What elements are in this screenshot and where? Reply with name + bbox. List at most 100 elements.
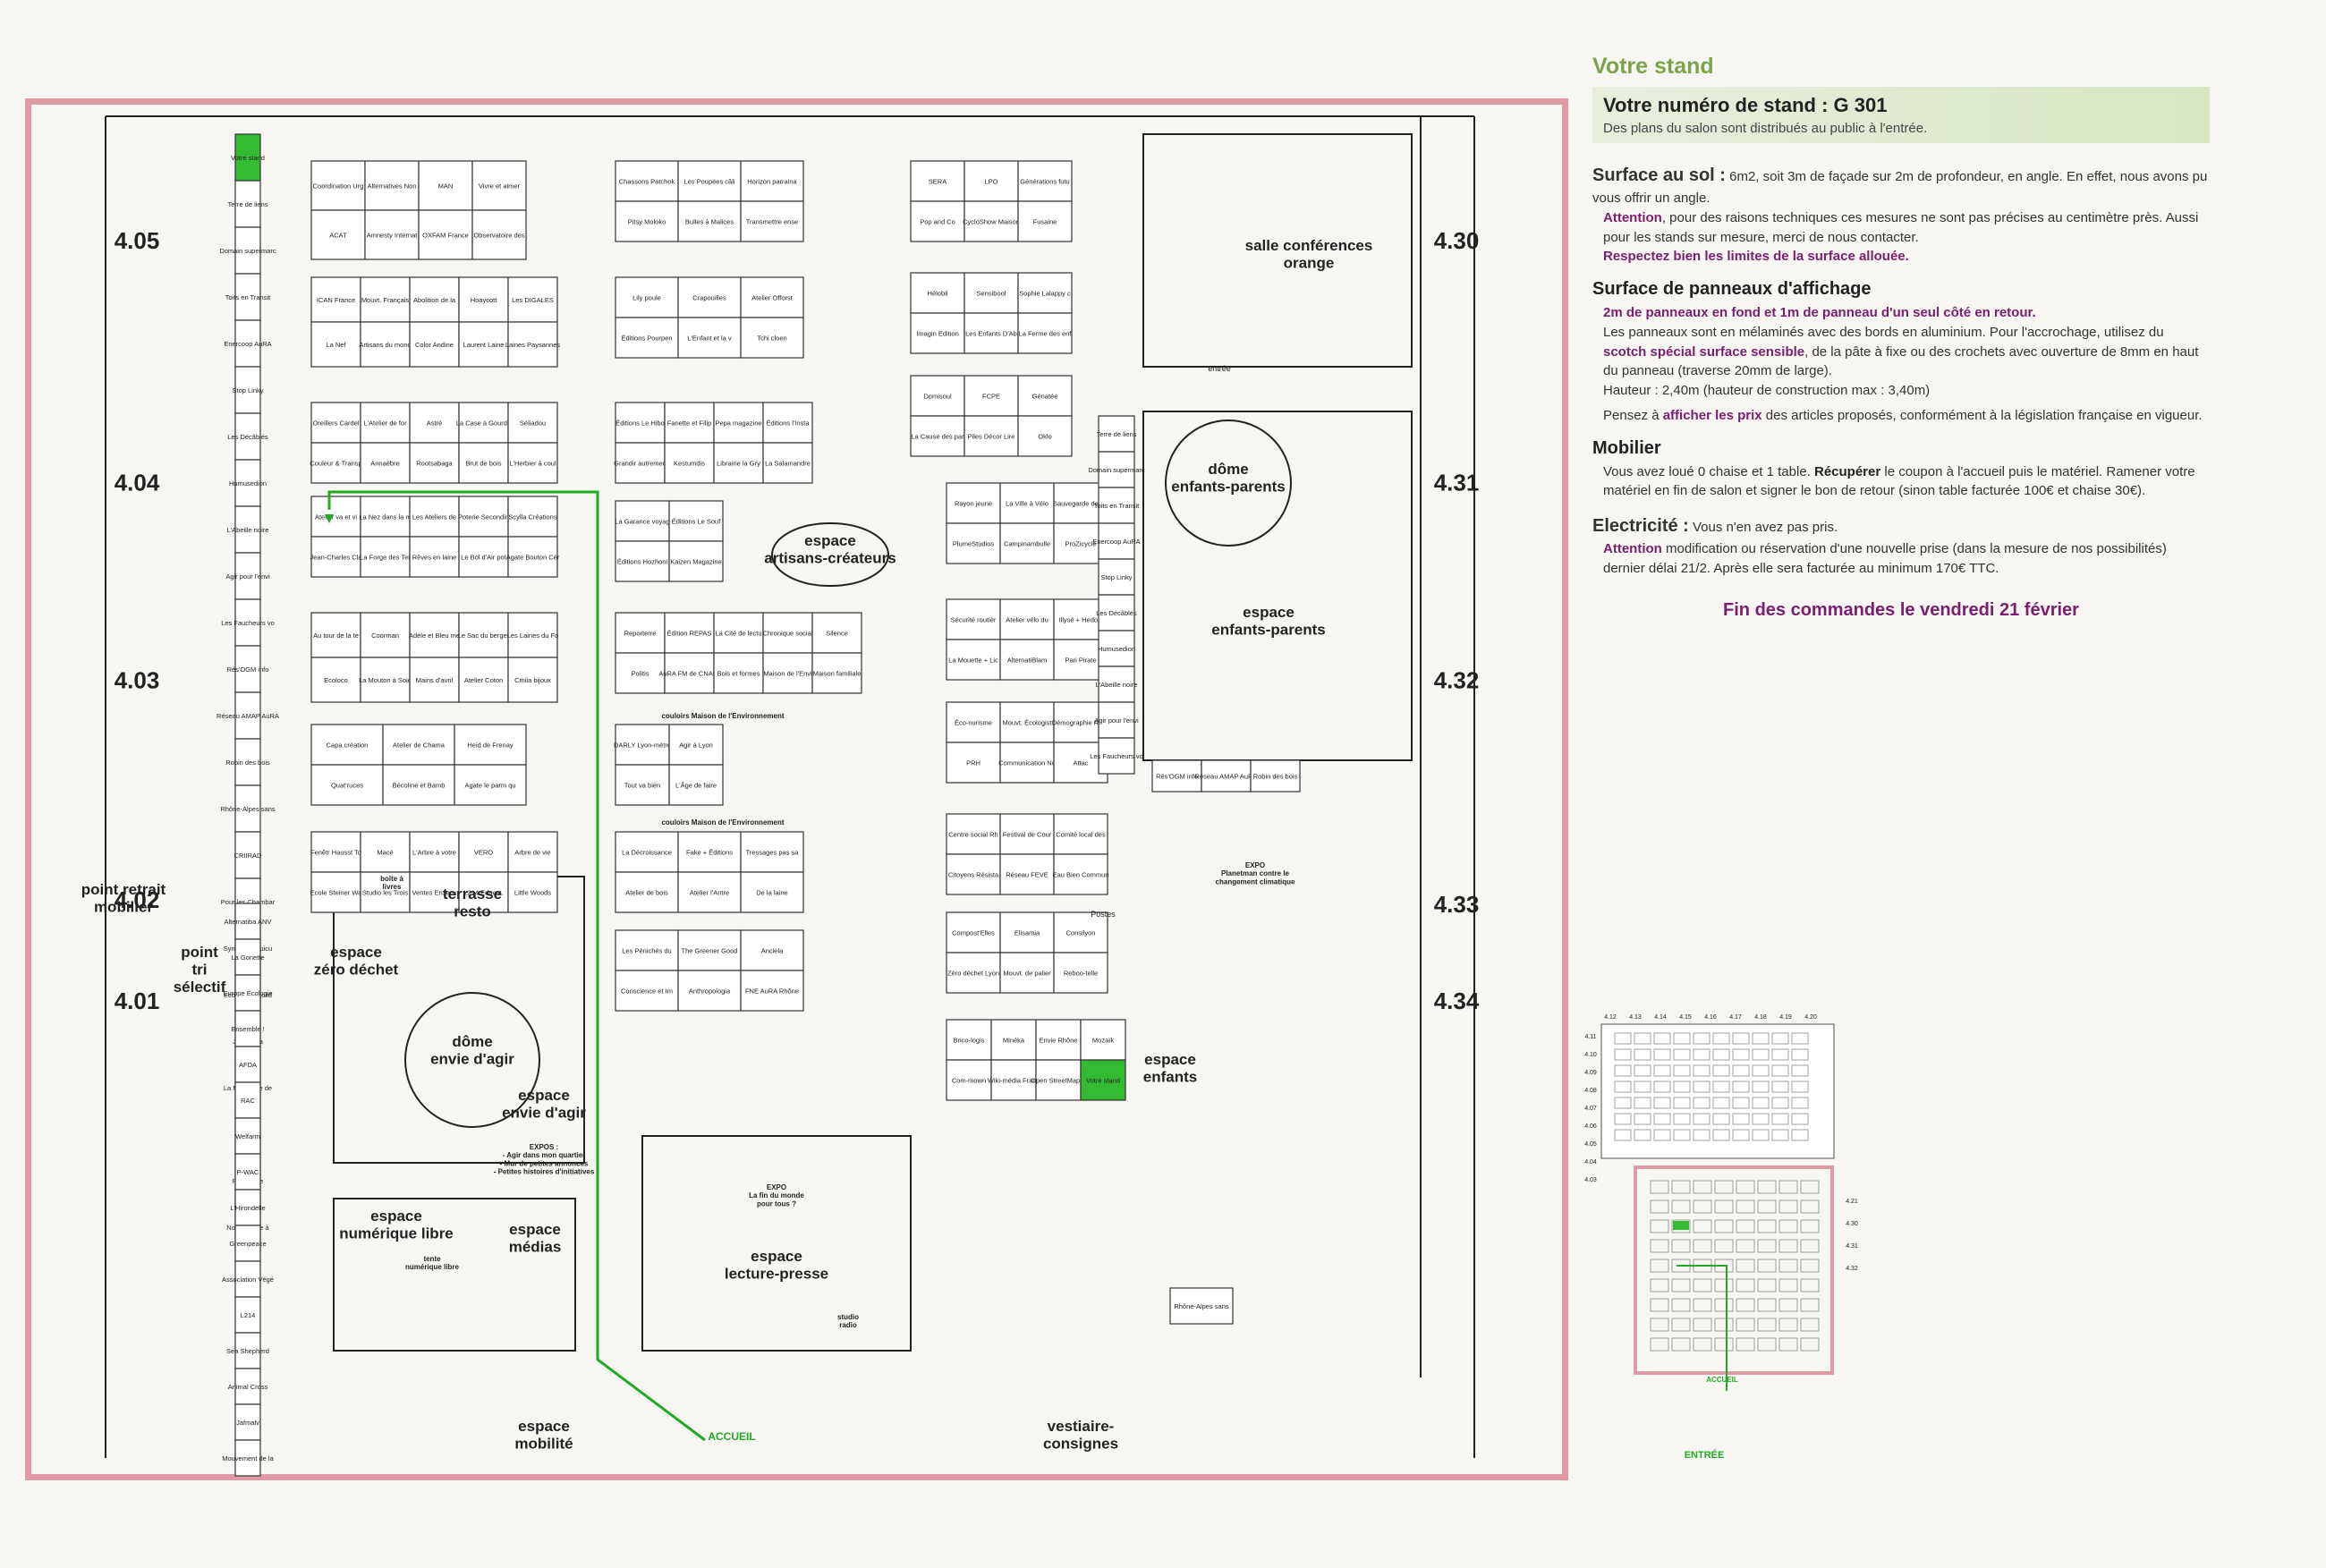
- stand-cell: [507, 612, 558, 658]
- stand-cell: [1151, 759, 1202, 792]
- stand-label: Réseau AMAP AuRA: [1195, 773, 1258, 781]
- stand-label: La Nez dans la m: [359, 513, 411, 521]
- stand-label: Campinambulle: [1004, 540, 1050, 548]
- locator-stand: [1791, 1048, 1809, 1061]
- stand-cell: [234, 505, 261, 554]
- locator-stand: [1614, 1064, 1632, 1077]
- corridor-label: couloirs Maison de l'Environnement: [661, 712, 784, 720]
- stand-label: Kestumdis: [674, 460, 705, 468]
- stand-cell: [946, 522, 1001, 564]
- panneaux-text-1: Les panneaux sont en mélaminés avec des …: [1603, 324, 2164, 340]
- locator-stand: [1757, 1239, 1777, 1253]
- stand-label: Mouvt. Écologist: [1002, 719, 1052, 727]
- locator-stand: [1778, 1318, 1798, 1332]
- stand-label: Générations futu: [1020, 178, 1069, 186]
- locator-stand: [1778, 1199, 1798, 1214]
- stand-label: L'Arbre à votre: [412, 849, 456, 857]
- stand-label: Horizon parraina: [747, 178, 797, 186]
- locator-top-label: 4.12: [1604, 1014, 1617, 1021]
- locator-stand: [1757, 1219, 1777, 1233]
- stand-cell: [234, 1046, 261, 1083]
- stand-cell: [615, 160, 679, 202]
- stand-cell: [310, 276, 361, 323]
- locator-stand: [1752, 1129, 1770, 1141]
- stand-label: La Mouton à Soie: [359, 676, 412, 684]
- locator-stand: [1771, 1064, 1789, 1077]
- locator-stand: [1736, 1199, 1755, 1214]
- locator-stand: [1614, 1081, 1632, 1093]
- stand-label: Atelier vélo du: [1006, 616, 1048, 624]
- stand-label: La Décroissance: [622, 849, 672, 857]
- vestiaire-consignes: vestiaire-consignes: [1043, 1418, 1118, 1453]
- hall-number-left: 4.05: [115, 227, 160, 254]
- locator-stand: [1634, 1097, 1651, 1109]
- stand-label: L214: [241, 1311, 256, 1319]
- stand-label: Les Poupées câli: [683, 178, 734, 186]
- locator-left-label: 4.05: [1584, 1141, 1597, 1148]
- locator-right-label: 4.30: [1846, 1221, 1858, 1227]
- stand-label: Le Sac du berger: [458, 631, 510, 640]
- locator-left-label: 4.03: [1584, 1177, 1597, 1183]
- locator-stand: [1634, 1081, 1651, 1093]
- stand-cell: [999, 598, 1055, 640]
- hall-number-left: 4.03: [115, 666, 160, 693]
- locator-stand: [1673, 1097, 1691, 1109]
- stand-label: Kaizen Magazine: [670, 558, 722, 566]
- locator-top-label: 4.13: [1629, 1014, 1642, 1021]
- stand-cell: [762, 442, 813, 484]
- stand-cell: [946, 598, 1001, 640]
- locator-stand: [1650, 1318, 1669, 1332]
- stand-label: Toits en Transit: [1094, 502, 1140, 510]
- locator-stand: [1671, 1219, 1691, 1233]
- elec-block: Electricité : Vous n'en avez pas pris.: [1592, 513, 2210, 539]
- locator-stand: [1634, 1113, 1651, 1125]
- stand-label: Les Enfants D'Ab: [965, 330, 1017, 338]
- stand-label: Europe Écologie: [223, 989, 272, 997]
- stand-label: DARLY Lyon-métro: [614, 742, 671, 750]
- locator-stand: [1671, 1337, 1691, 1352]
- stand-label: Fake + Éditions: [686, 849, 733, 857]
- stand-label: Rayon jeune: [955, 500, 992, 508]
- stand-cell: [1035, 1059, 1082, 1101]
- route-arrow: [325, 514, 334, 523]
- stand-label: Domisoul: [923, 393, 952, 401]
- stand-label: Pop and Co: [920, 218, 955, 226]
- stand-cell: [910, 272, 965, 314]
- stand-label: Au tour de la te: [313, 631, 359, 640]
- stand-label: Jean-Charles Cla: [310, 554, 363, 562]
- locator-stand: [1693, 1129, 1711, 1141]
- numerique-area: [333, 1198, 576, 1352]
- stand-cell: [668, 764, 724, 806]
- panneaux-prix: Pensez à afficher les prix des articles …: [1592, 406, 2210, 426]
- stand-cell: [507, 536, 558, 578]
- locator-stand: [1771, 1113, 1789, 1125]
- mobilier-text: Vous avez loué 0 chaise et 1 table. Récu…: [1592, 462, 2210, 502]
- stand-label: Atelier Offorst: [751, 294, 794, 302]
- stand-label: Sophie Lalappy c: [1019, 290, 1071, 298]
- stand-cell: [740, 276, 804, 318]
- stand-label: FNE AuRA Rhône: [745, 987, 799, 996]
- hall-number-right: 4.33: [1434, 891, 1480, 918]
- locator-stand: [1634, 1129, 1651, 1141]
- stand-cell: [946, 813, 1001, 855]
- stand-label: Sea Shepherd: [226, 1347, 269, 1355]
- locator-stand: [1752, 1048, 1770, 1061]
- elec-text: Vous n'en avez pas pris.: [1693, 520, 1838, 535]
- stand-label: Édition REPAS: [667, 630, 712, 638]
- stand-label: OXFAM France: [422, 232, 469, 240]
- stand-label: La Case à Gourde: [456, 420, 511, 428]
- stand-cell: [999, 742, 1055, 784]
- stand-cell: [507, 831, 558, 873]
- stand-label: Lily poule: [632, 294, 661, 302]
- locator-stand: [1752, 1032, 1770, 1045]
- stand-cell: [615, 724, 670, 766]
- stand-cell: [458, 496, 509, 538]
- locator-stand: [1650, 1259, 1669, 1273]
- locator-left-label: 4.10: [1584, 1052, 1597, 1058]
- locator-entree-label: ENTRÉE: [1685, 1449, 1725, 1461]
